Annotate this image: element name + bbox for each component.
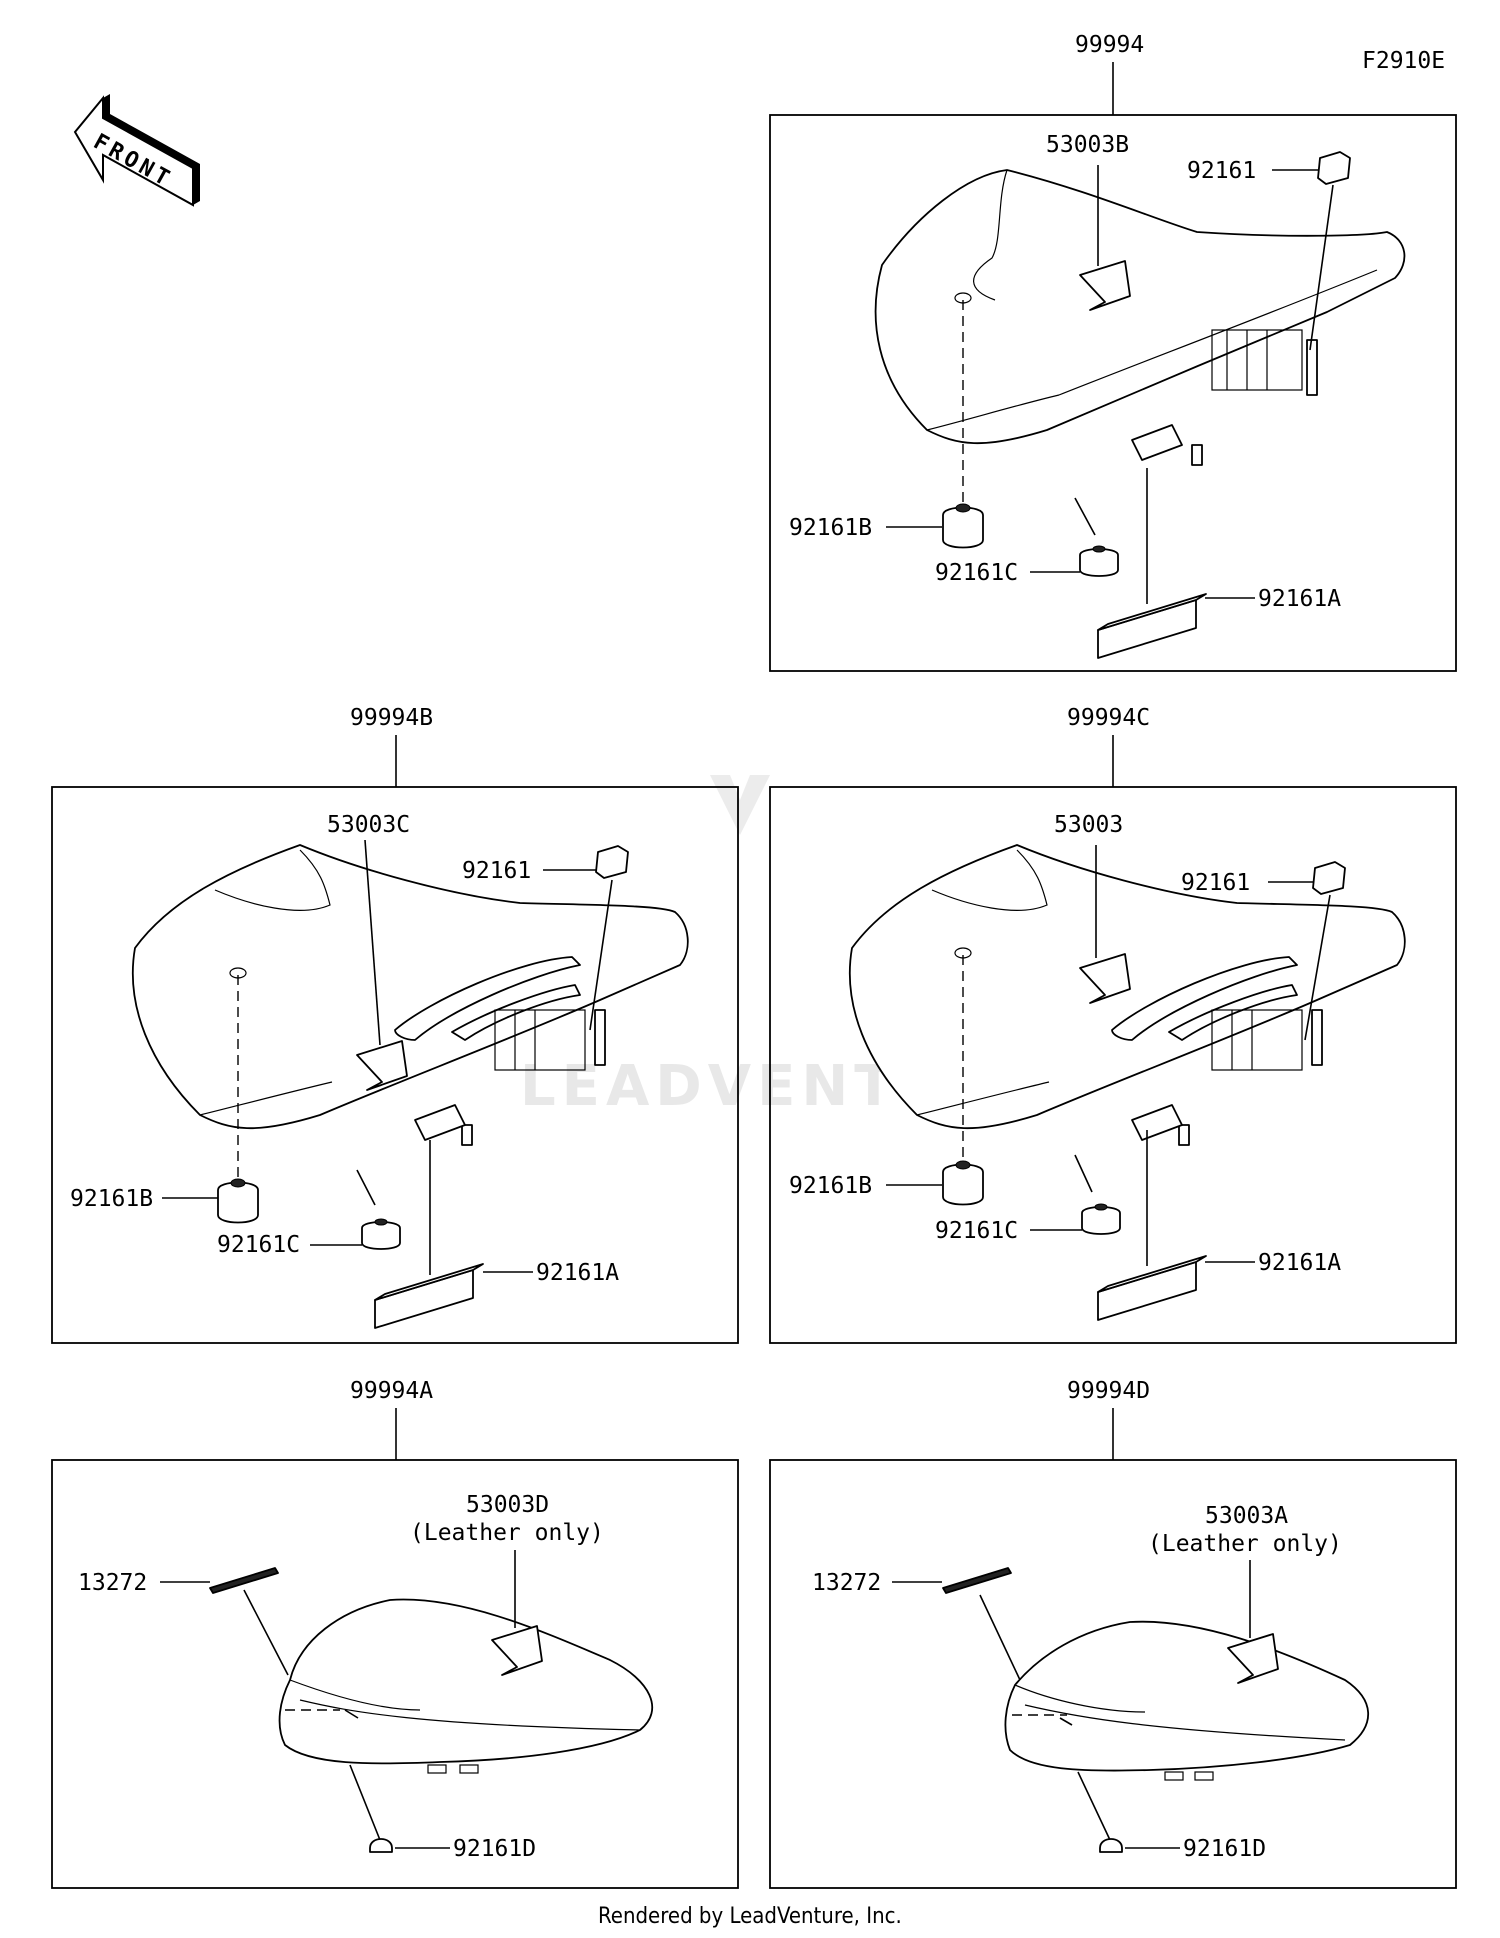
assembly-box	[769, 1459, 1457, 1889]
part-label-damper-b: 92161B	[789, 515, 872, 541]
front-arrow-icon: FRONT	[73, 94, 200, 207]
part-label-cover: 53003C	[327, 812, 410, 838]
part-label-pad: 92161A	[1258, 586, 1341, 612]
part-label-cover: 53003B	[1046, 132, 1129, 158]
part-label-damper-b: 92161B	[789, 1173, 872, 1199]
part-label-damper-c: 92161C	[935, 560, 1018, 586]
part-label-bracket: 92161	[462, 858, 531, 884]
part-label-pad: 92161A	[536, 1260, 619, 1286]
seat-illustration	[1004, 1620, 1370, 1781]
part-label-cover: 53003	[1054, 812, 1123, 838]
part-label-pad: 92161A	[1258, 1250, 1341, 1276]
assembly-99994b: 99994B 53003C 92161 92161B	[51, 705, 739, 1344]
assembly-box	[51, 1459, 739, 1889]
assembly-id: 99994A	[350, 1378, 433, 1404]
assembly-box	[769, 786, 1457, 1344]
seat-illustration	[131, 844, 689, 1146]
part-label-cover: 53003A	[1205, 1503, 1288, 1529]
part-label-grommet: 92161D	[1183, 1836, 1266, 1862]
part-label-strip: 13272	[812, 1570, 881, 1596]
assembly-id: 99994B	[350, 705, 433, 731]
part-label-strip: 13272	[78, 1570, 147, 1596]
part-label-grommet: 92161D	[453, 1836, 536, 1862]
part-label-cover-note: (Leather only)	[410, 1520, 604, 1546]
part-label-bracket: 92161	[1187, 158, 1256, 184]
part-label-bracket: 92161	[1181, 870, 1250, 896]
figure-code: F2910E	[1362, 48, 1445, 74]
assembly-id: 99994D	[1067, 1378, 1150, 1404]
seat-illustration	[278, 1598, 654, 1774]
part-label-cover-note: (Leather only)	[1148, 1531, 1342, 1557]
part-label-damper-c: 92161C	[935, 1218, 1018, 1244]
assembly-id: 99994	[1075, 32, 1144, 58]
assembly-99994c: 99994C 53003 92161 92161B	[769, 705, 1457, 1344]
assembly-99994: 99994 53003B 92161 92161B	[769, 32, 1457, 672]
footer-credit: Rendered by LeadVenture, Inc.	[598, 1904, 902, 1929]
part-label-cover: 53003D	[466, 1492, 549, 1518]
assembly-id: 99994C	[1067, 705, 1150, 731]
assembly-box	[769, 114, 1457, 672]
assembly-box	[51, 786, 739, 1344]
assembly-99994d: 99994D 53003A (Leather only) 13272 92161…	[769, 1378, 1457, 1889]
assembly-99994a: 99994A 53003D (Leather only) 13272 92161…	[51, 1378, 739, 1889]
seat-illustration	[874, 169, 1406, 466]
part-label-damper-b: 92161B	[70, 1186, 153, 1212]
part-label-damper-c: 92161C	[217, 1232, 300, 1258]
